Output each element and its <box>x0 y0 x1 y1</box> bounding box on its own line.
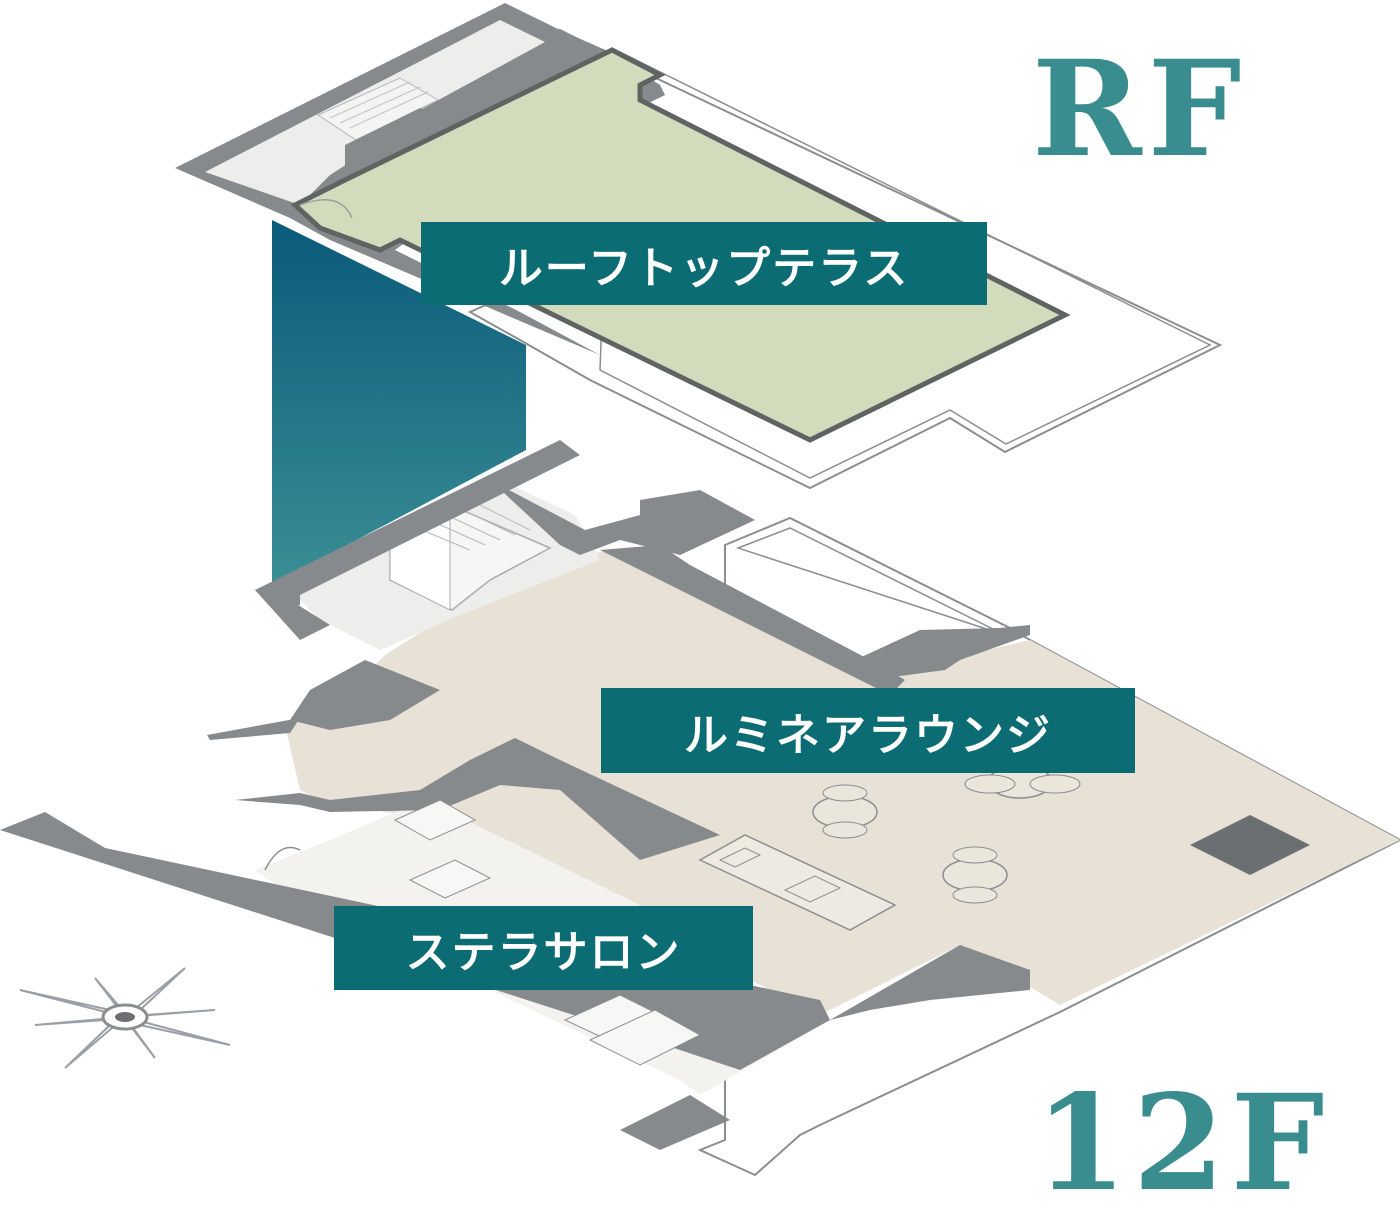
structural-pillar <box>1190 815 1310 875</box>
salon-fixtures <box>264 799 702 1066</box>
floor-label-rf: RF <box>1032 32 1248 187</box>
floor-label-12f: 12F <box>1035 1066 1331 1221</box>
kitchen-island <box>698 834 897 931</box>
lounge-floor <box>285 550 1400 1015</box>
room-label-roof-terrace: ルーフトップテラス <box>421 222 987 305</box>
room-label-lounge: ルミネアラウンジ <box>601 688 1135 773</box>
balcony-inner-line <box>735 527 1006 636</box>
roof-inner-deck-line <box>599 46 1212 479</box>
elevator-shaft-connector <box>272 220 526 585</box>
roof-door-swing <box>299 199 353 219</box>
compass-rose-icon <box>19 967 231 1069</box>
dining-table-set <box>812 765 1081 904</box>
room-label-salon: ステラサロン <box>334 906 753 990</box>
roof-stair <box>316 77 440 141</box>
twelfth-floor-plan <box>0 440 1400 1177</box>
